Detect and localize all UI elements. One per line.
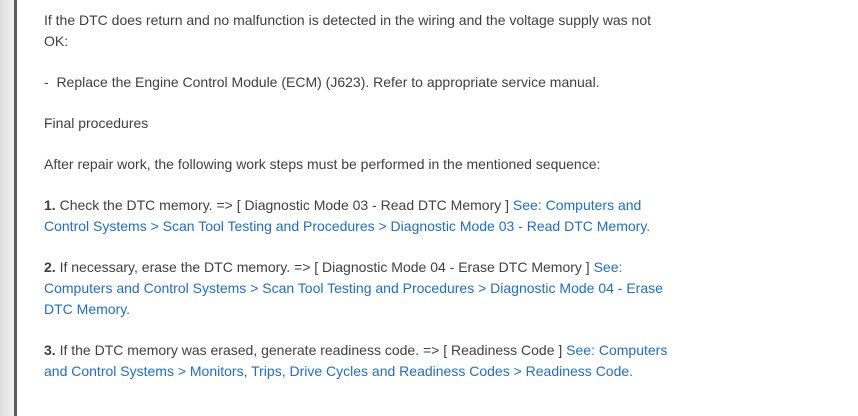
intro-condition-paragraph: If the DTC does return and no malfunctio… [44,10,744,52]
step-3: 3. If the DTC memory was erased, generat… [44,340,744,382]
final-procedures-heading: Final procedures [44,113,744,134]
text-run: If the DTC does return and no malfunctio… [44,12,652,49]
step-2: 2. If necessary, erase the DTC memory. =… [44,257,744,320]
replace-ecm-bullet: - Replace the Engine Control Module (ECM… [44,72,744,93]
step-number: 3. [44,342,56,358]
text-run: After repair work, the following work st… [44,156,601,172]
after-repair-paragraph: After repair work, the following work st… [44,154,744,175]
text-run: - Replace the Engine Control Module (ECM… [44,74,600,90]
text-run: Final procedures [44,115,149,131]
document-content: If the DTC does return and no malfunctio… [17,0,858,416]
left-border-line [14,0,17,416]
see-reference-link[interactable]: See:Computers and Control Systems > Scan… [44,259,663,317]
step-number: 1. [44,197,56,213]
step-number: 2. [44,259,56,275]
text-run: If the DTC memory was erased, generate r… [55,342,567,358]
text-run: If necessary, erase the DTC memory. => [… [55,259,594,275]
page-left-rail [0,0,14,416]
text-run: Check the DTC memory. => [ Diagnostic Mo… [55,197,513,213]
step-1: 1. Check the DTC memory. => [ Diagnostic… [44,195,744,237]
